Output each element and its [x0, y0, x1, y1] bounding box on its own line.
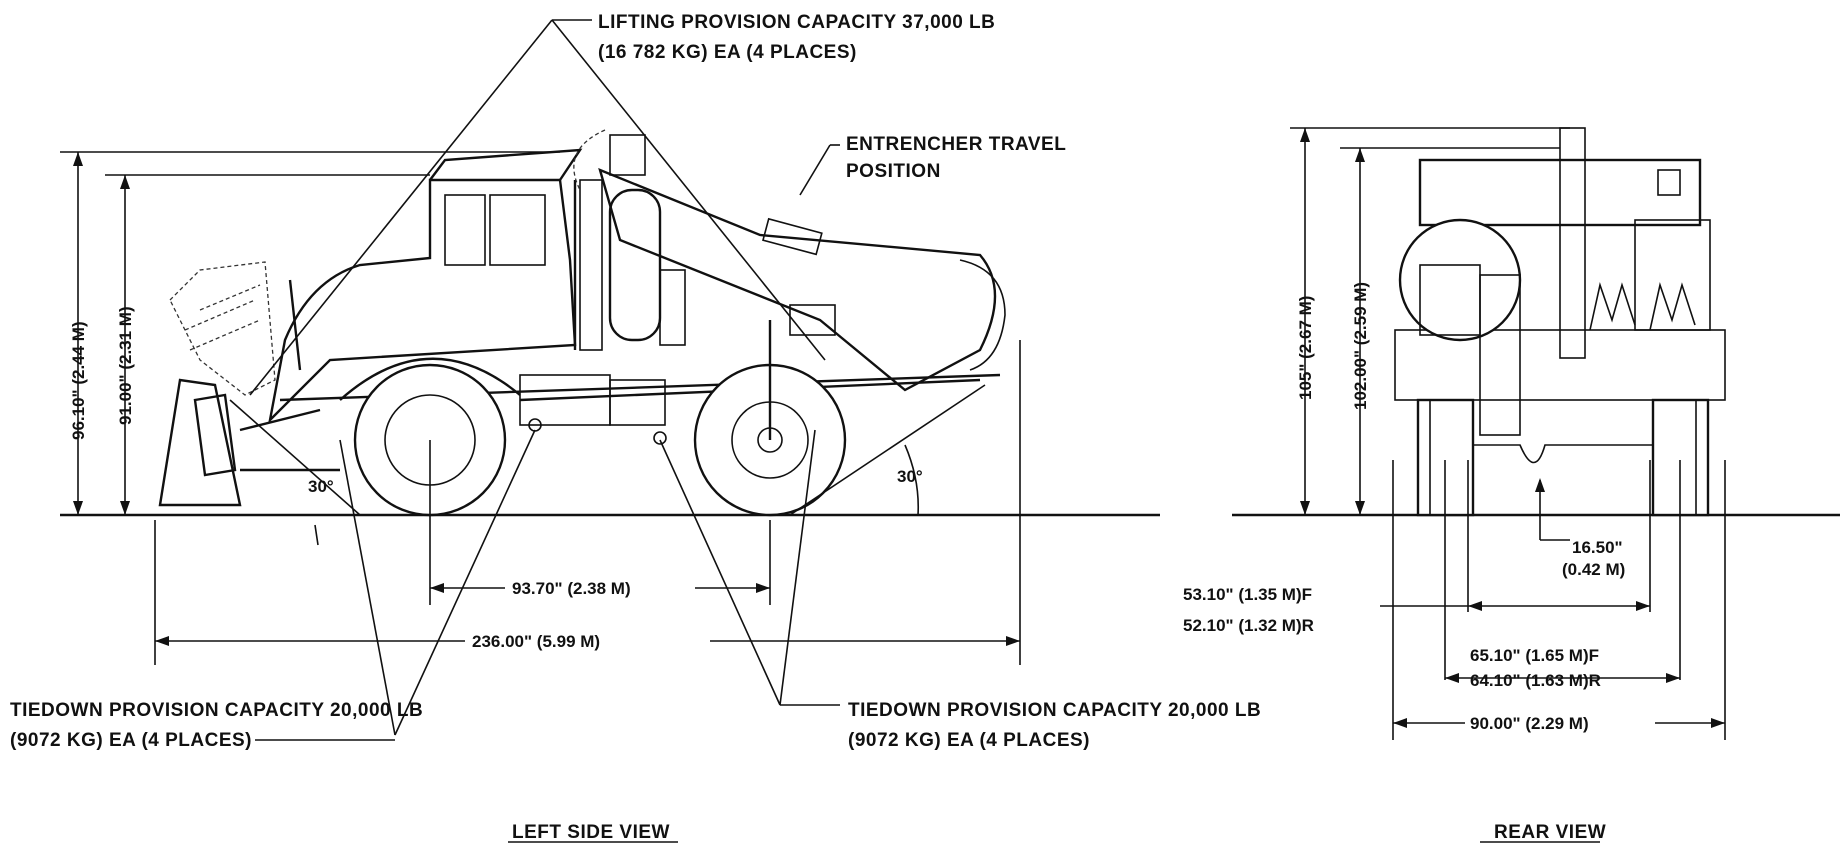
entrencher-label-line2: POSITION — [846, 161, 941, 182]
lifting-leader-right — [551, 19, 826, 361]
lifting-label-line1: LIFTING PROVISION CAPACITY 37,000 LB — [598, 12, 995, 33]
boom-bracket — [789, 304, 836, 336]
rear-light — [1657, 169, 1681, 196]
tiedown-right-line2: (9072 KG) EA (4 PLACES) — [848, 730, 1090, 751]
left-side-view — [60, 19, 1160, 843]
tiedown-eye — [653, 431, 667, 445]
arrow-right — [1636, 601, 1650, 611]
entrencher-wheel — [959, 259, 1006, 371]
tiedown-leader-r1 — [659, 439, 781, 706]
track-front-label: 53.10" (1.35 M)F — [1183, 585, 1312, 604]
arrow-down — [1355, 501, 1365, 515]
arrow-up — [1535, 478, 1545, 492]
travel-outline — [573, 129, 606, 191]
width-label: 90.00" (2.29 M) — [1470, 714, 1589, 733]
left-view-title: LEFT SIDE VIEW — [512, 822, 670, 843]
arrow-right — [1006, 636, 1020, 646]
rear-component-right — [1634, 219, 1711, 331]
wheelbase-label: 93.70" (2.38 M) — [512, 579, 631, 598]
lifting-label-line2: (16 782 KG) EA (4 PLACES) — [598, 42, 857, 63]
tire-rear-label: 64.10" (1.63 M)R — [1470, 671, 1601, 690]
height-cab-label: 91.00" (2.31 M) — [116, 306, 135, 425]
tiedown-leader-r2 — [779, 429, 816, 706]
approach-angle-line — [229, 399, 361, 516]
arrow-left — [1468, 601, 1482, 611]
departure-angle-arc — [904, 444, 920, 516]
track-rear-label: 52.10" (1.32 M)R — [1183, 616, 1314, 635]
cab-window-front — [444, 194, 486, 266]
arrow-up — [120, 175, 130, 189]
text-layer: LIFTING PROVISION CAPACITY 37,000 LB (16… — [10, 12, 1625, 843]
angle-front-label: 30° — [308, 477, 334, 496]
tire-front-label: 65.10" (1.65 M)F — [1470, 646, 1599, 665]
spring — [1649, 282, 1696, 331]
blade-post — [288, 279, 302, 371]
entrencher-boom — [598, 167, 997, 392]
arrow-left — [430, 583, 444, 593]
vehicle-body — [268, 178, 577, 424]
lifting-leader-left — [249, 19, 553, 396]
clearance-label-1: 16.50" — [1572, 538, 1623, 557]
arrow-left — [155, 636, 169, 646]
tiedown-leader-l1 — [339, 439, 396, 736]
arrow-right — [1711, 718, 1725, 728]
angle-rear-label: 30° — [897, 467, 923, 486]
rear-view — [1232, 127, 1840, 843]
equipment-box — [659, 269, 686, 346]
exhaust-stack — [579, 179, 603, 351]
blade-frame — [193, 393, 237, 477]
arrow-up — [1355, 148, 1365, 162]
arrow-left — [1445, 673, 1459, 683]
front-fender — [339, 357, 521, 401]
entrencher-label-line1: ENTRENCHER TRAVEL — [846, 134, 1066, 155]
tiedown-left-line2: (9072 KG) EA (4 PLACES) — [10, 730, 252, 751]
arrow-down — [1300, 501, 1310, 515]
rear-axle — [1473, 444, 1653, 464]
spring — [1589, 282, 1636, 331]
rear-boom-post — [1559, 127, 1586, 359]
tiedown-right-line1: TIEDOWN PROVISION CAPACITY 20,000 LB — [848, 700, 1261, 721]
cab-roof — [429, 148, 583, 181]
departure-angle-line — [789, 384, 986, 516]
push-arm-upper — [239, 408, 321, 432]
rear-view-title: REAR VIEW — [1494, 822, 1606, 843]
height-overall-label: 96.10" (2.44 M) — [69, 321, 88, 440]
arrow-down — [73, 501, 83, 515]
rear-height-overall-label: 105" (2.67 M) — [1296, 296, 1315, 400]
tiedown-leader-l2 — [394, 429, 536, 736]
arrow-left — [1393, 718, 1407, 728]
approach-arrow — [314, 524, 319, 546]
blade-raised-outline — [169, 261, 276, 396]
rear-height-2-label: 102.00" (2.59 M) — [1351, 282, 1370, 410]
cab-window-side — [489, 194, 546, 266]
battery-box — [609, 379, 666, 426]
cable-reel — [1398, 218, 1522, 342]
arrow-right — [1666, 673, 1680, 683]
arrow-right — [756, 583, 770, 593]
blade-raised-hatch — [184, 284, 261, 351]
tiedown-left-line1: TIEDOWN PROVISION CAPACITY 20,000 LB — [10, 700, 423, 721]
boom-plate — [762, 217, 823, 256]
dozer-blade — [158, 378, 242, 507]
rear-body-frame — [1394, 329, 1726, 401]
length-label: 236.00" (5.99 M) — [472, 632, 600, 651]
arrow-up — [1300, 128, 1310, 142]
arrow-down — [120, 501, 130, 515]
clearance-label-2: (0.42 M) — [1562, 560, 1625, 579]
air-tank — [608, 188, 662, 342]
entrencher-leader — [799, 144, 831, 196]
boom-pivot — [609, 134, 646, 176]
arrow-up — [73, 152, 83, 166]
rear-component-mid — [1479, 274, 1521, 436]
